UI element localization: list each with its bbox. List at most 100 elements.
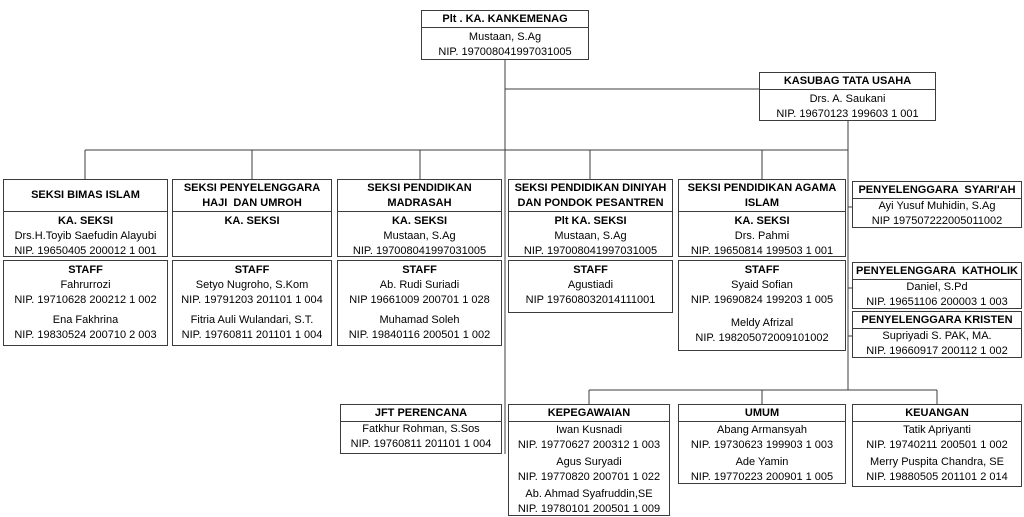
staff-diniyah-pesantren-box: STAFF Agustiadi NIP 197608032014111001	[508, 260, 673, 313]
role-label: Plt KA. SEKSI	[554, 215, 627, 227]
box-title-line: UMUM	[744, 406, 780, 419]
person-name: Meldy Afrizal	[730, 317, 794, 329]
person-nip: NIP. 19650814 199503 1 001	[690, 245, 834, 257]
person-nip: NIP. 19770223 200901 1 005	[690, 471, 834, 483]
person-name: Supriyadi S. PAK, MA.	[882, 330, 992, 342]
person-nip: NIP. 19660917 200112 1 002	[866, 345, 1008, 357]
box-title-line: KEUANGAN	[905, 406, 969, 419]
person-nip: NIP. 197008041997031005	[523, 245, 658, 257]
box-title-line: PENYELENGGARA SYARI'AH	[858, 183, 1016, 196]
person-name: Setyo Nugroho, S.Kom	[195, 279, 309, 291]
person-nip: NIP. 19710628 200212 1 002	[14, 294, 157, 306]
person-nip: NIP 19661009 200701 1 028	[349, 294, 490, 306]
box-title-line: ISLAM	[744, 196, 780, 209]
person-name: Merry Puspita Chandra, SE	[870, 456, 1004, 468]
staff-label: STAFF	[744, 264, 780, 276]
jft-perencana-box: JFT PERENCANA Fatkhur Rohman, S.Sos NIP.…	[340, 404, 502, 454]
person-name: Ade Yamin	[735, 456, 789, 468]
penyelenggara-syariah-box: PENYELENGGARA SYARI'AH Ayi Yusuf Muhidin…	[852, 181, 1022, 228]
box-title: KASUBAG TATA USAHA	[760, 73, 935, 90]
person-nip: NIP. 19760811 201101 1 004	[350, 438, 492, 450]
box-title-line: KEPEGAWAIAN	[547, 406, 631, 419]
staff-label: STAFF	[68, 264, 103, 276]
person-nip: NIP. 19760811 201101 1 004	[181, 329, 323, 341]
person-name: Tatik Apriyanti	[903, 424, 971, 436]
person-nip: NIP. 19840116 200501 1 002	[348, 329, 491, 341]
box-title: SEKSI PENDIDIKAN MADRASAH	[338, 180, 501, 212]
box-title-line: MADRASAH	[387, 196, 452, 209]
box-title: JFT PERENCANA	[341, 405, 501, 422]
keuangan-box: KEUANGAN Tatik Apriyanti NIP. 19740211 2…	[852, 404, 1022, 487]
person-name: Drs. A. Saukani	[809, 93, 886, 105]
person-name: Daniel, S.Pd	[906, 281, 968, 293]
seksi-haji-umroh-box: SEKSI PENYELENGGARA HAJI DAN UMROH KA. S…	[172, 179, 332, 257]
role-label: KA. SEKSI	[734, 215, 790, 227]
person-nip: NIP. 19650405 200012 1 001	[14, 245, 157, 257]
box-title-line: PENYELENGGARA KRISTEN	[861, 313, 1013, 326]
person-name: Fatkhur Rohman, S.Sos	[362, 423, 480, 435]
person-nip: NIP 197507222005011002	[871, 215, 1003, 227]
staff-label: STAFF	[402, 264, 437, 276]
person-name: Agustiadi	[567, 279, 614, 291]
penyelenggara-katholik-box: PENYELENGGARA KATHOLIK Daniel, S.Pd NIP.…	[852, 262, 1022, 309]
person-name: Drs. Pahmi	[734, 230, 790, 242]
kasubag-tata-usaha-box: KASUBAG TATA USAHA Drs. A. Saukani NIP. …	[759, 72, 936, 121]
person-name: Syaid Sofian	[731, 279, 793, 291]
person-name: Abang Armansyah	[717, 424, 807, 436]
box-title-line: Plt . KA. KANKEMENAG	[442, 12, 568, 25]
box-title: SEKSI PENYELENGGARA HAJI DAN UMROH	[173, 180, 331, 212]
person-nip: NIP. 19740211 200501 1 002	[866, 439, 1008, 451]
box-title-line: SEKSI PENDIDIKAN	[367, 181, 472, 194]
person-name: Muhamad Soleh	[379, 314, 460, 326]
penyelenggara-kristen-box: PENYELENGGARA KRISTEN Supriyadi S. PAK, …	[852, 311, 1022, 358]
box-title-line: DAN PONDOK PESANTREN	[517, 196, 664, 209]
box-title-line: JFT PERENCANA	[374, 406, 468, 419]
person-nip: NIP. 19690824 199203 1 005	[690, 294, 834, 306]
person-nip	[173, 244, 331, 256]
box-title: UMUM	[679, 405, 845, 422]
staff-pendidikan-madrasah-box: STAFF Ab. Rudi Suriadi NIP 19661009 2007…	[337, 260, 502, 346]
person-name: Mustaan, S.Ag	[383, 230, 456, 242]
box-title: PENYELENGGARA SYARI'AH	[853, 182, 1021, 199]
box-title: SEKSI PENDIDIKAN AGAMA ISLAM	[679, 180, 845, 212]
person-name: Ab. Rudi Suriadi	[379, 279, 460, 291]
staff-label: STAFF	[573, 264, 608, 276]
person-nip: NIP. 19770627 200312 1 003	[517, 439, 661, 451]
box-title-line: SEKSI PENDIDIKAN DINIYAH	[514, 181, 667, 194]
staff-bimas-islam-box: STAFF Fahrurrozi NIP. 19710628 200212 1 …	[3, 260, 168, 346]
seksi-diniyah-pesantren-box: SEKSI PENDIDIKAN DINIYAH DAN PONDOK PESA…	[508, 179, 673, 257]
box-title: SEKSI PENDIDIKAN DINIYAH DAN PONDOK PESA…	[509, 180, 672, 212]
person-nip: NIP. 19830524 200710 2 003	[14, 329, 157, 341]
person-name: Ayi Yusuf Muhidin, S.Ag	[878, 200, 996, 212]
person-nip: NIP. 19880505 201101 2 014	[866, 471, 1008, 483]
person-name: Ena Fakhrina	[52, 314, 119, 326]
person-nip: NIP. 19780101 200501 1 009	[517, 503, 661, 515]
person-nip: NIP. 19730623 199903 1 003	[690, 439, 834, 451]
seksi-bimas-islam-box: SEKSI BIMAS ISLAM KA. SEKSI Drs.H.Toyib …	[3, 179, 168, 257]
person-nip: NIP. 198205072009101002	[695, 332, 829, 344]
person-name: Agus Suryadi	[556, 456, 622, 468]
staff-haji-umroh-box: STAFF Setyo Nugroho, S.Kom NIP. 19791203…	[172, 260, 332, 346]
staff-pendidikan-agama-islam-box: STAFF Syaid Sofian NIP. 19690824 199203 …	[678, 260, 846, 351]
box-title: PENYELENGGARA KATHOLIK	[853, 263, 1021, 280]
box-title-line: HAJI DAN UMROH	[202, 196, 302, 209]
person-name: Fitria Auli Wulandari, S.T.	[190, 314, 314, 326]
umum-box: UMUM Abang Armansyah NIP. 19730623 19990…	[678, 404, 846, 484]
person-nip: NIP. 19651106 200003 1 003	[866, 296, 1008, 308]
box-title: KEUANGAN	[853, 405, 1021, 422]
person-name	[173, 229, 331, 244]
box-title: KEPEGAWAIAN	[509, 405, 669, 422]
person-nip: NIP. 197008041997031005	[352, 245, 487, 257]
seksi-pendidikan-madrasah-box: SEKSI PENDIDIKAN MADRASAH KA. SEKSI Must…	[337, 179, 502, 257]
person-name: Mustaan, S.Ag	[468, 31, 542, 43]
kepegawaian-box: KEPEGAWAIAN Iwan Kusnadi NIP. 19770627 2…	[508, 404, 670, 516]
box-title: PENYELENGGARA KRISTEN	[853, 312, 1021, 329]
person-name: Ab. Ahmad Syafruddin,SE	[525, 488, 653, 500]
box-title-line: KASUBAG TATA USAHA	[783, 74, 912, 87]
person-nip: NIP. 19770820 200701 1 022	[517, 471, 661, 483]
role-label: KA. SEKSI	[224, 215, 280, 227]
root-title: Plt . KA. KANKEMENAG	[422, 11, 588, 28]
box-title: SEKSI BIMAS ISLAM	[4, 180, 167, 212]
